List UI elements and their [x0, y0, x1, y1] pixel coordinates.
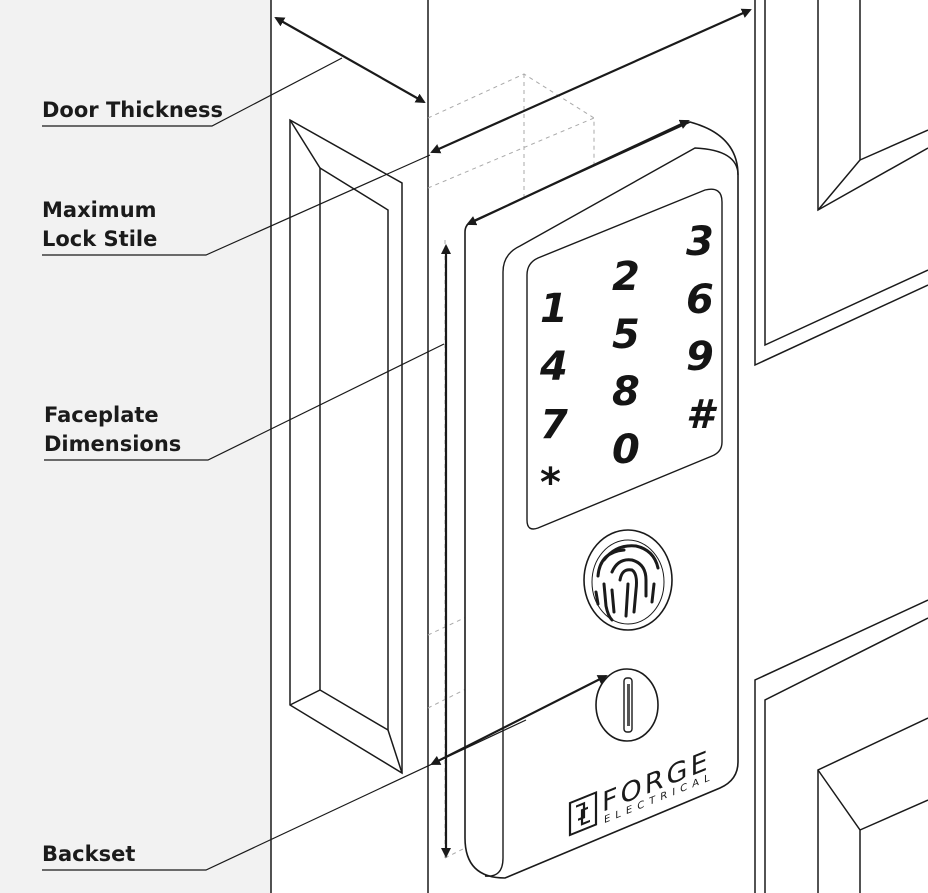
key-6[interactable]: 6 [686, 277, 714, 323]
mortise-pocket [289, 118, 403, 775]
leader-backset [42, 719, 527, 871]
key-9[interactable]: 9 [686, 334, 714, 380]
label-faceplate-dimensions: Faceplate Dimensions [44, 401, 181, 459]
label-faceplate-line1: Faceplate [44, 403, 159, 427]
key-5[interactable]: 5 [612, 312, 640, 358]
dimension-arrows [274, 8, 752, 858]
key-7[interactable]: 7 [540, 402, 568, 448]
leader-door-thickness [42, 57, 343, 127]
faceplate-width-arrow [466, 119, 690, 226]
label-door-thickness-text: Door Thickness [42, 98, 224, 122]
key-8[interactable]: 8 [612, 369, 640, 415]
label-backset: Backset [42, 840, 135, 869]
keypad-glass [526, 188, 723, 530]
key-hash[interactable]: # [686, 392, 718, 438]
label-maximum-lock-stile: Maximum Lock Stile [42, 196, 157, 254]
key-1[interactable]: 1 [540, 286, 568, 332]
leader-faceplate [44, 343, 445, 461]
key-3[interactable]: 3 [686, 219, 714, 265]
door-thickness-arrow [274, 17, 426, 103]
leader-lock-stile [42, 154, 431, 256]
key-0[interactable]: 0 [612, 427, 640, 473]
label-maximum-lock-stile-line2: Lock Stile [42, 227, 158, 251]
key-4[interactable]: 4 [539, 344, 568, 390]
key-2[interactable]: 2 [612, 254, 640, 300]
key-star[interactable]: * [540, 460, 561, 506]
fingerprint-icon[interactable] [583, 529, 673, 631]
backset-arrow [430, 675, 608, 765]
label-faceplate-line2: Dimensions [44, 432, 182, 456]
forge-logo-icon [568, 790, 598, 837]
label-maximum-lock-stile-line1: Maximum [42, 198, 157, 222]
keypad-keys: 1 4 7 * 2 5 8 0 3 6 9 # [539, 219, 718, 506]
keyhole-icon[interactable] [595, 668, 659, 742]
background-panel [0, 0, 271, 893]
leader-lines [42, 57, 527, 871]
label-door-thickness: Door Thickness [42, 96, 223, 125]
label-backset-text: Backset [42, 842, 136, 866]
door-panels [754, 0, 928, 893]
